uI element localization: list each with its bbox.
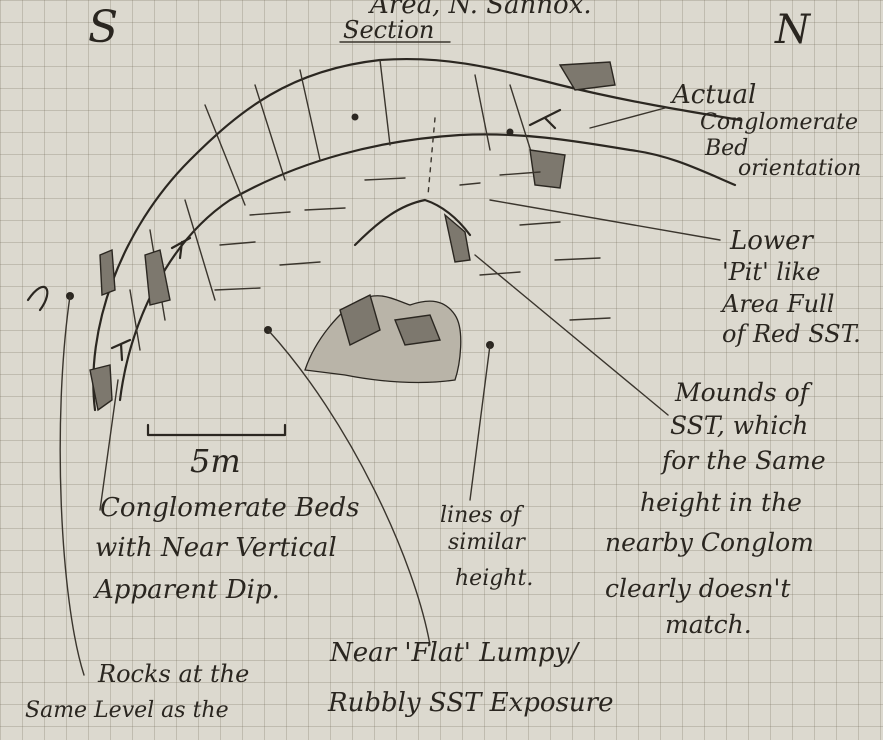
annotation-line: Near 'Flat' Lumpy/ <box>330 640 578 666</box>
contour-dash <box>250 212 290 215</box>
annotation-line: height. <box>455 568 533 590</box>
annotation-line: Conglomerate <box>700 112 858 134</box>
annotation-line: nearby Conglom <box>605 530 814 555</box>
annotation-line: Apparent Dip. <box>95 577 280 603</box>
bed-line <box>380 60 390 145</box>
south-label: S <box>88 6 118 50</box>
annotation-line: match. <box>665 612 752 637</box>
margin-hook <box>28 287 47 310</box>
annotation-line: Same Level as the <box>25 700 229 722</box>
leader-line <box>470 345 490 500</box>
contour-dash <box>520 222 560 225</box>
north-label: N <box>775 10 810 50</box>
annotation-line: with Near Vertical <box>95 535 337 561</box>
annotation-line: SST, which <box>670 413 808 438</box>
leader-line <box>475 255 668 415</box>
shaded-bed <box>560 62 615 90</box>
leader-line <box>590 108 665 128</box>
contour-dash <box>480 272 520 275</box>
bed-line <box>130 290 140 350</box>
scale-label: 5m <box>190 445 241 477</box>
shaded-bed <box>530 150 565 188</box>
scale-bar <box>148 425 285 435</box>
point-marker <box>507 129 514 136</box>
dip-symbol <box>530 110 560 128</box>
contour-dash <box>460 183 480 185</box>
annotation-line: Area Full <box>722 292 834 316</box>
annotation-line: Actual <box>672 82 756 108</box>
annotation-line: Rubbly SST Exposure <box>328 690 614 716</box>
bed-line <box>475 75 490 150</box>
annotation-line: orientation <box>738 158 861 180</box>
annotation-line: 'Pit' like <box>722 260 820 284</box>
contour-dash <box>365 178 405 180</box>
contour-dash <box>305 208 345 210</box>
bed-line <box>255 85 285 180</box>
shaded-bed <box>100 250 115 295</box>
dotted-line <box>428 118 435 195</box>
leader-line <box>490 200 720 240</box>
contour-dash <box>280 262 320 265</box>
annotation-line: Mounds of <box>675 380 809 405</box>
shaded-bed <box>145 250 170 305</box>
annotation-line: lines of <box>440 505 521 527</box>
contour-dash <box>220 242 255 245</box>
contour-dash <box>215 288 260 290</box>
annotation-line: Rocks at the <box>98 662 249 686</box>
bed-line <box>205 105 245 205</box>
annotation-line: similar <box>448 532 525 554</box>
annotation-line: height in the <box>640 490 802 515</box>
annotation-line: for the Same <box>662 448 826 473</box>
annotation-line: Conglomerate Beds <box>100 495 359 521</box>
section-title: Section <box>343 18 434 42</box>
contour-dash <box>555 258 600 260</box>
contour-dash <box>570 318 610 320</box>
annotation-line: Lower <box>730 228 813 254</box>
leader-line <box>60 296 84 675</box>
annotation-line: clearly doesn't <box>605 576 790 601</box>
point-marker <box>352 114 359 121</box>
bed-line <box>300 70 320 160</box>
annotation-line: of Red SST. <box>722 322 861 346</box>
